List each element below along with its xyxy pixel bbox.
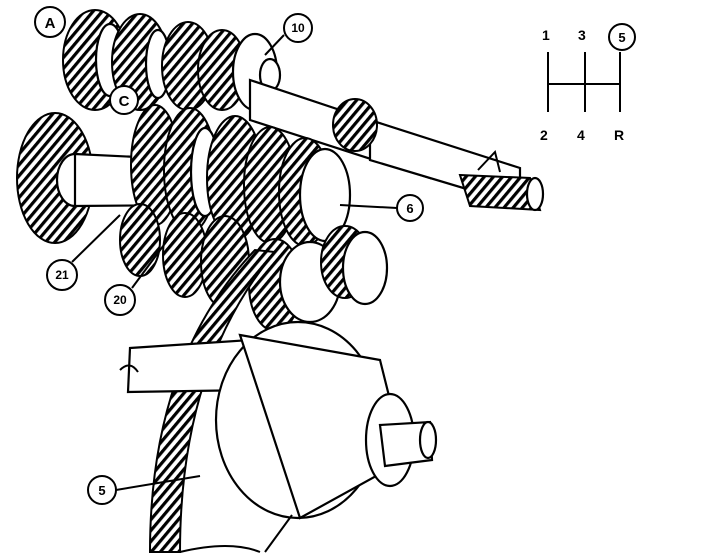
output-shaft <box>248 78 545 212</box>
svg-text:5: 5 <box>618 30 625 45</box>
svg-text:21: 21 <box>55 268 69 282</box>
shift-pattern-diagram: 1 3 2 4 R <box>540 27 624 143</box>
callout-c: C <box>109 85 139 115</box>
shift-label-1: 1 <box>542 27 550 43</box>
shift-label-r: R <box>614 127 624 143</box>
svg-text:20: 20 <box>113 293 127 307</box>
centre-gear-stack <box>130 104 352 247</box>
callout-6: 6 <box>339 194 424 222</box>
svg-text:A: A <box>45 15 56 32</box>
upper-gear-cluster <box>62 9 282 112</box>
shift-label-4: 4 <box>577 127 585 143</box>
callout-a: A <box>34 6 66 38</box>
shift-label-3: 3 <box>578 27 586 43</box>
svg-text:10: 10 <box>291 21 305 35</box>
callout-5-bottom: 5 <box>87 475 201 505</box>
shift-label-2: 2 <box>540 127 548 143</box>
differential-assembly <box>119 248 438 553</box>
callout-10: 10 <box>264 13 313 56</box>
callout-20: 20 <box>104 229 176 316</box>
svg-text:5: 5 <box>98 483 105 498</box>
svg-text:C: C <box>119 93 130 110</box>
callout-21: 21 <box>46 214 121 291</box>
svg-text:6: 6 <box>406 201 413 216</box>
callout-5-shift: 5 <box>608 23 636 51</box>
